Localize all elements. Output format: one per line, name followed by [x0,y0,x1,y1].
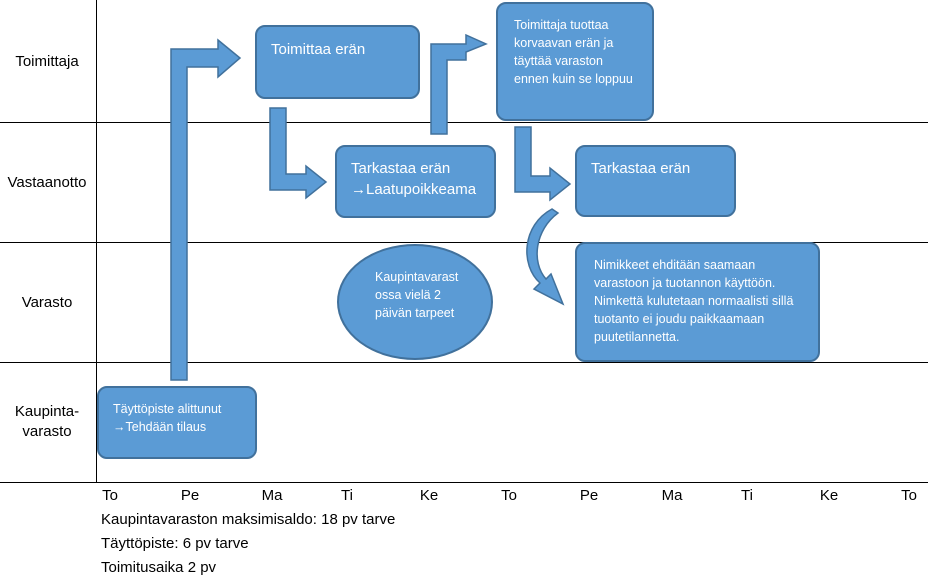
box-tayttopiste: Täyttöpiste alittunut →Tehdään tilaus [97,386,257,459]
day-label: To [501,487,517,504]
ellipse-kaupintavarast: Kaupintavarast ossa vielä 2 päivän tarpe… [337,244,493,360]
box-nimikkeet: Nimikkeet ehditään saamaan varastoon ja … [575,242,820,362]
day-label: Pe [579,487,599,504]
lane-label-vastaanotto: Vastaanotto [7,174,87,191]
lane-divider [0,122,928,123]
arrow-inspection-to-warehouse [526,208,565,306]
ellipse-kaupintavarast-text: Kaupintavarast ossa vielä 2 päivän tarpe… [375,270,459,320]
box-tayttopiste-line1: Täyttöpiste alittunut [113,402,222,416]
lane-divider [0,242,928,243]
box-tarkastaa-1-line1: Tarkastaa erän [351,160,451,177]
arrow-replacement-to-inspection [514,126,572,202]
lane-divider [0,362,928,363]
arrow-order-to-supplier [170,38,242,381]
day-label: Ke [819,487,839,504]
note-max-balance: Kaupintavaraston maksimisaldo: 18 pv tar… [101,511,396,528]
box-tarkastaa-2: Tarkastaa erän [575,145,736,217]
lane-label-toimittaja: Toimittaja [15,53,79,70]
day-label: To [901,487,917,504]
box-korvaava-text: Toimittaja tuottaa korvaavan erän ja täy… [514,18,633,86]
day-label: To [102,487,118,504]
day-label: Ti [741,487,753,504]
box-korvaava: Toimittaja tuottaa korvaavan erän ja täy… [496,2,654,121]
box-tarkastaa-1-line2: →Laatupoikkeama [351,181,477,198]
arrow-delivery-to-inspection [269,107,328,200]
label-column-divider [96,0,97,482]
box-toimittaa: Toimittaa erän [255,25,420,99]
lane-label-kaupintavarasto: Kaupinta- varasto [14,403,80,440]
day-label: Ti [341,487,353,504]
box-toimittaa-text: Toimittaa erän [271,41,366,58]
day-label: Ma [661,487,683,504]
note-reorder-point: Täyttöpiste: 6 pv tarve [101,535,249,552]
note-lead-time: Toimitusaika 2 pv [101,559,217,576]
day-label: Ke [419,487,439,504]
arrow-inspection-to-supplier [430,33,488,135]
day-label: Pe [180,487,200,504]
lane-label-varasto: Varasto [21,294,73,311]
lane-divider [0,482,928,483]
box-tarkastaa-1: Tarkastaa erän →Laatupoikkeama [335,145,496,218]
box-tarkastaa-2-text: Tarkastaa erän [591,160,691,177]
box-tayttopiste-line2: →Tehdään tilaus [113,420,207,434]
day-label: Ma [261,487,283,504]
box-nimikkeet-text: Nimikkeet ehditään saamaan varastoon ja … [594,258,794,344]
